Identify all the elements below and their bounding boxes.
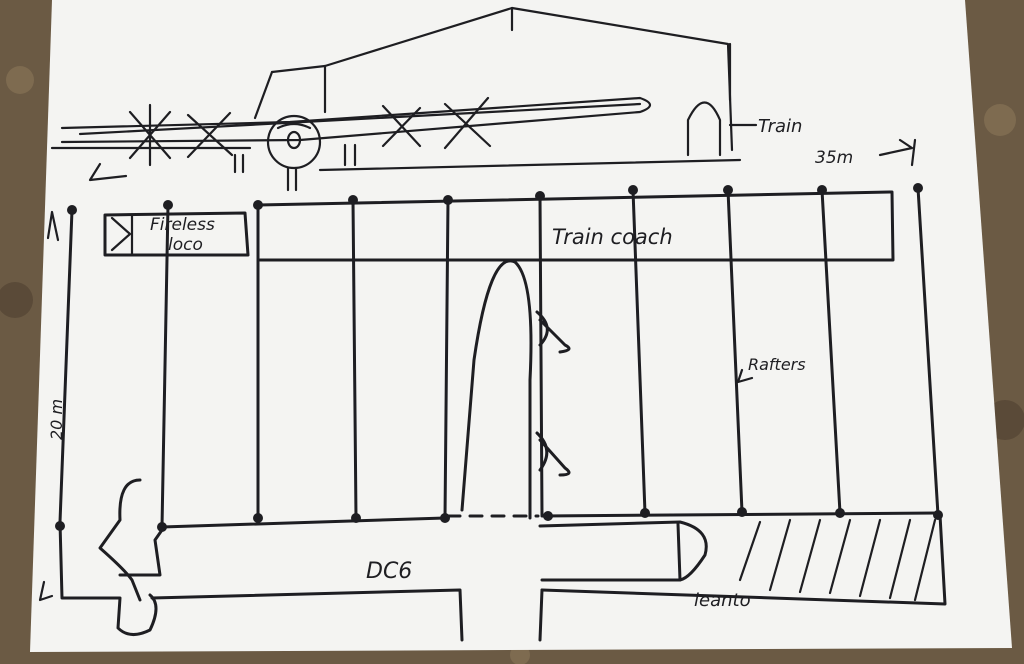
label-rafters: Rafters <box>748 355 806 374</box>
label-fireless-loco-line2: loco <box>168 235 203 255</box>
label-fireless-loco-line1: Fireless <box>150 215 215 235</box>
label-leanto: leanto <box>694 590 751 611</box>
plan-view <box>38 186 947 642</box>
label-width-dimension: 20 m <box>47 399 66 440</box>
label-length-dimension: 35m <box>815 148 853 168</box>
fireless-loco-box <box>103 211 250 257</box>
label-train-coach: Train coach <box>552 225 673 249</box>
rafter-junction-dots <box>55 183 943 532</box>
label-train-top: Train <box>758 116 802 137</box>
label-aircraft-dc6: DC6 <box>366 559 412 584</box>
side-elevation <box>50 6 917 192</box>
paper-sheet <box>30 0 1012 652</box>
